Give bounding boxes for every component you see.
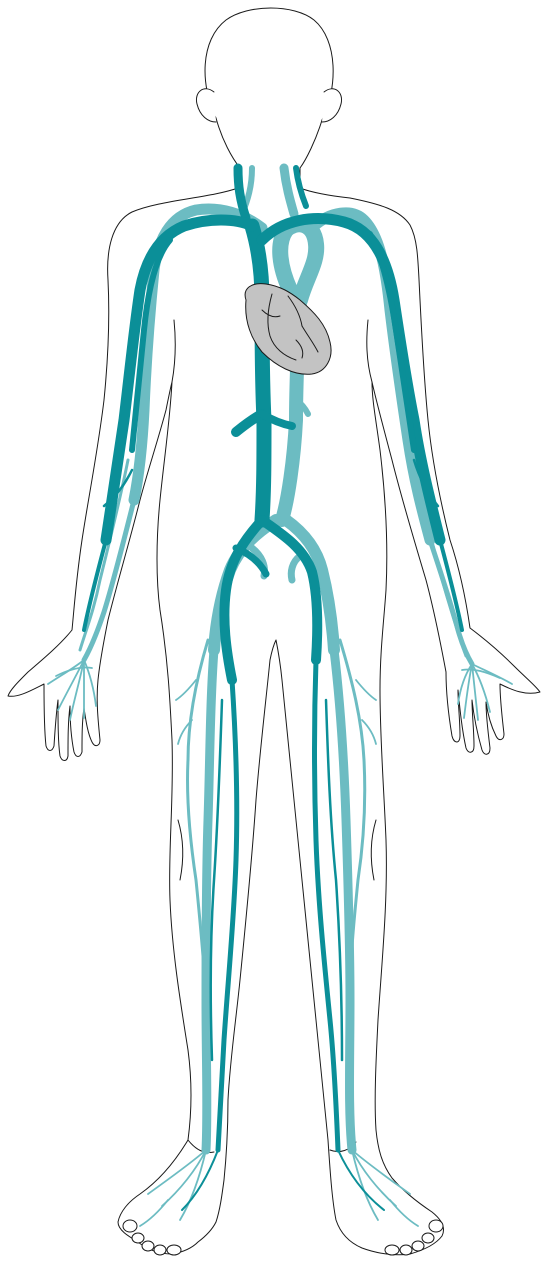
head-outline xyxy=(205,8,333,176)
left-ear xyxy=(196,89,216,122)
right-ear xyxy=(322,89,342,122)
